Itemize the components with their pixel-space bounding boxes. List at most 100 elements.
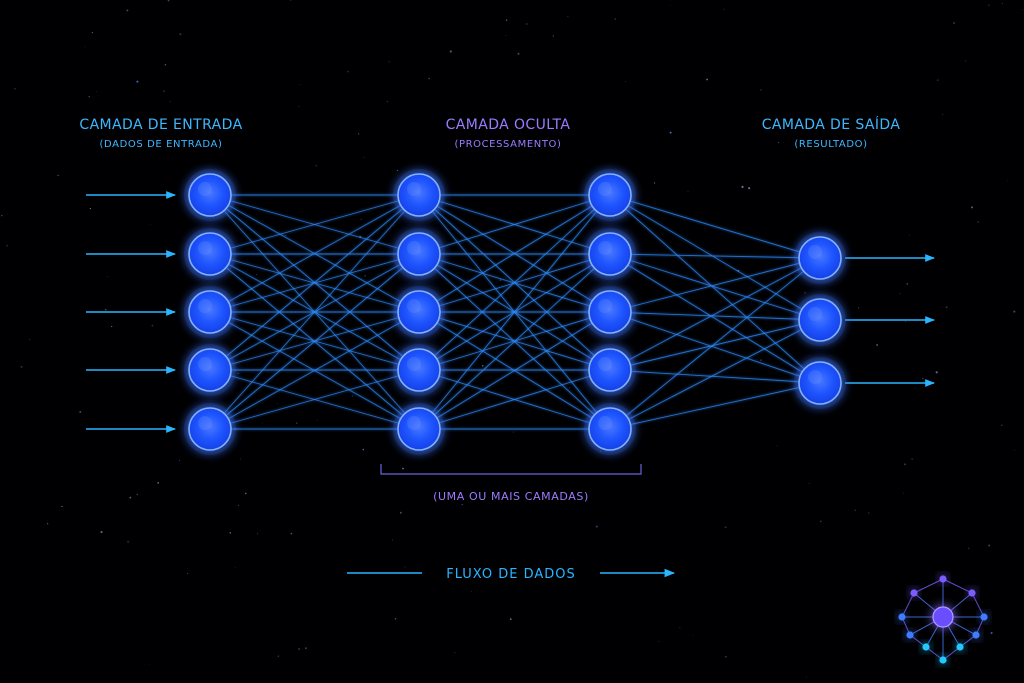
star bbox=[1, 215, 3, 217]
star bbox=[1022, 9, 1023, 11]
star bbox=[692, 370, 694, 372]
connection-line bbox=[609, 257, 821, 313]
star bbox=[28, 338, 31, 341]
star bbox=[903, 492, 904, 494]
hidden-neuron bbox=[393, 286, 445, 338]
logo-edge bbox=[942, 578, 973, 594]
connection-line bbox=[609, 382, 821, 430]
star bbox=[150, 224, 151, 226]
star bbox=[904, 321, 906, 322]
star bbox=[347, 70, 349, 73]
star bbox=[512, 431, 514, 433]
star bbox=[157, 482, 160, 484]
connection-line bbox=[609, 319, 821, 371]
star bbox=[509, 618, 512, 620]
star bbox=[533, 152, 535, 154]
star bbox=[953, 22, 956, 24]
star bbox=[911, 458, 913, 460]
hidden-layer-caption: (UMA OU MAIS CAMADAS) bbox=[433, 490, 589, 503]
logo-node bbox=[968, 589, 976, 597]
star bbox=[363, 156, 365, 158]
star bbox=[876, 344, 879, 346]
star bbox=[388, 61, 391, 63]
connection-line bbox=[209, 194, 420, 371]
star bbox=[804, 292, 806, 294]
star bbox=[299, 84, 301, 85]
star bbox=[501, 382, 503, 384]
connection-line bbox=[209, 311, 420, 430]
logo-node bbox=[898, 613, 906, 621]
star bbox=[285, 235, 287, 237]
star bbox=[904, 463, 906, 466]
star bbox=[569, 387, 571, 388]
star bbox=[505, 34, 507, 37]
hidden-neuron bbox=[393, 403, 445, 455]
connection-line bbox=[609, 257, 821, 430]
star bbox=[386, 101, 388, 103]
star bbox=[255, 273, 258, 276]
star bbox=[706, 78, 708, 81]
star bbox=[935, 371, 938, 374]
star bbox=[358, 133, 360, 135]
connection-line bbox=[418, 194, 611, 255]
star bbox=[760, 89, 762, 91]
input-layer-title: CAMADA DE ENTRADA bbox=[79, 117, 242, 133]
hidden-neuron bbox=[584, 403, 636, 455]
connection-line bbox=[209, 253, 420, 430]
star bbox=[498, 312, 500, 314]
star bbox=[179, 33, 182, 36]
star bbox=[244, 492, 247, 495]
input-neuron bbox=[184, 169, 236, 221]
star bbox=[262, 422, 264, 424]
input-layer-subtitle: (DADOS DE ENTRADA) bbox=[100, 139, 223, 150]
star bbox=[61, 505, 63, 508]
star bbox=[724, 526, 727, 529]
star bbox=[351, 395, 353, 397]
connection-line bbox=[609, 253, 821, 384]
star bbox=[805, 676, 807, 678]
input-neuron bbox=[184, 228, 236, 280]
star bbox=[104, 308, 107, 311]
star bbox=[46, 523, 49, 525]
logo-node bbox=[910, 589, 918, 597]
star bbox=[854, 509, 857, 512]
connection-line bbox=[609, 194, 821, 384]
star bbox=[760, 359, 762, 361]
connection-line bbox=[609, 311, 821, 384]
star bbox=[552, 35, 554, 37]
star bbox=[79, 410, 82, 413]
star bbox=[899, 293, 901, 294]
star bbox=[658, 641, 660, 642]
io-arrows bbox=[86, 191, 935, 433]
output-neuron bbox=[794, 232, 846, 284]
connection-lines bbox=[209, 194, 821, 430]
star bbox=[89, 207, 92, 210]
connection-line bbox=[609, 253, 821, 259]
connection-line bbox=[209, 194, 420, 255]
star bbox=[748, 187, 751, 190]
star bbox=[111, 325, 113, 328]
star bbox=[277, 403, 278, 404]
hidden-layer-bracket bbox=[380, 464, 642, 475]
connection-line bbox=[418, 253, 611, 430]
star bbox=[517, 52, 520, 55]
star bbox=[741, 185, 744, 188]
star bbox=[106, 276, 108, 277]
star bbox=[402, 467, 404, 470]
star bbox=[906, 283, 908, 285]
star bbox=[653, 182, 656, 184]
connection-line bbox=[209, 194, 420, 430]
star bbox=[136, 493, 138, 496]
star bbox=[687, 191, 689, 193]
star bbox=[179, 459, 181, 461]
star bbox=[990, 632, 993, 634]
star bbox=[399, 511, 402, 514]
star bbox=[428, 77, 430, 80]
star bbox=[988, 544, 991, 547]
star bbox=[505, 19, 508, 21]
star bbox=[936, 79, 939, 81]
star bbox=[692, 634, 694, 636]
output-neuron bbox=[794, 294, 846, 346]
star bbox=[970, 206, 974, 209]
